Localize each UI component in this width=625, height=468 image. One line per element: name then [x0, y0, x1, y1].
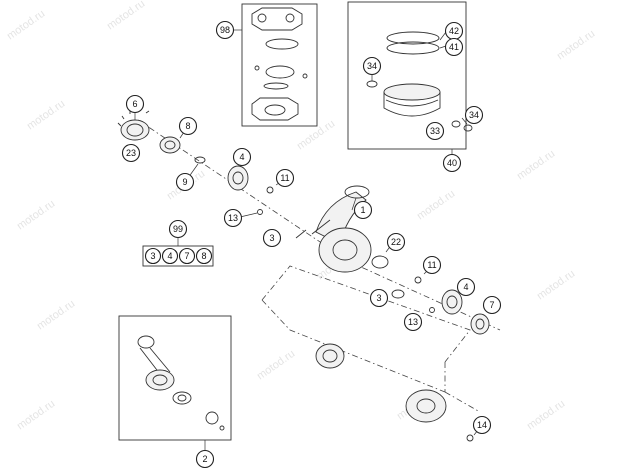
callout-label: 40 [447, 158, 457, 168]
callout-label: 4 [167, 251, 172, 261]
kit-99-frame [142, 245, 214, 267]
callout-98: 98 [215, 20, 235, 40]
watermark: motod.ru [15, 198, 57, 233]
gasket-set-box [232, 3, 318, 127]
callout-label: 23 [126, 148, 136, 158]
callout-label: 11 [280, 173, 289, 183]
callout-99: 99 [168, 219, 188, 239]
kit-99-group: 99 3 4 7 8 [142, 219, 214, 267]
callout-label: 4 [239, 152, 244, 162]
callout-8: 8 [178, 116, 198, 136]
callout-label: 13 [408, 317, 418, 327]
callout-label: 99 [173, 224, 183, 234]
callout-label: 42 [449, 26, 459, 36]
watermark: motod.ru [415, 188, 457, 223]
callout-kit-4: 4 [161, 247, 179, 265]
crankshaft-assembly [117, 108, 501, 335]
watermark: motod.ru [5, 8, 47, 43]
callout-23: 23 [121, 143, 141, 163]
callout-label: 7 [489, 300, 494, 310]
callout-3-upper: 3 [262, 228, 282, 248]
callout-label: 6 [132, 99, 137, 109]
callout-kit-7: 7 [178, 247, 196, 265]
callout-14: 14 [472, 415, 492, 435]
callout-kit-3: 3 [144, 247, 162, 265]
callout-9: 9 [175, 172, 195, 192]
callout-22: 22 [386, 232, 406, 252]
watermark: motod.ru [255, 348, 297, 383]
callout-4-lower: 4 [456, 277, 476, 297]
callout-label: 34 [469, 110, 479, 120]
callout-label: 33 [430, 126, 440, 136]
callout-1: 1 [353, 200, 373, 220]
callout-label: 13 [228, 213, 238, 223]
callout-13-upper: 13 [223, 208, 243, 228]
callout-label: 11 [427, 260, 436, 270]
callout-label: 9 [182, 177, 187, 187]
callout-kit-8: 8 [195, 247, 213, 265]
watermark: motod.ru [35, 298, 77, 333]
conrod-kit-box [118, 315, 232, 450]
callout-42: 42 [444, 21, 464, 41]
callout-6: 6 [125, 94, 145, 114]
callout-3-lower: 3 [369, 288, 389, 308]
callout-label: 34 [367, 61, 377, 71]
watermark: motod.ru [15, 398, 57, 433]
callout-label: 3 [269, 233, 274, 243]
callout-label: 41 [449, 42, 459, 52]
callout-34-left: 34 [362, 56, 382, 76]
callout-label: 3 [376, 293, 381, 303]
callout-34-right: 34 [464, 105, 484, 125]
callout-11-upper: 11 [275, 168, 295, 188]
watermark: motod.ru [105, 0, 147, 32]
callout-40: 40 [442, 153, 462, 173]
callout-label: 1 [360, 205, 365, 215]
callout-label: 2 [202, 454, 207, 464]
callout-label: 98 [220, 25, 230, 35]
watermark: motod.ru [535, 268, 577, 303]
callout-label: 4 [463, 282, 468, 292]
callout-label: 3 [150, 251, 155, 261]
callout-label: 22 [391, 237, 401, 247]
callout-41: 41 [444, 37, 464, 57]
callout-label: 8 [201, 251, 206, 261]
callout-4-upper: 4 [232, 147, 252, 167]
watermark: motod.ru [515, 148, 557, 183]
callout-7: 7 [482, 295, 502, 315]
callout-label: 7 [184, 251, 189, 261]
watermark-layer: motod.ru motod.ru motod.ru motod.ru moto… [5, 0, 597, 432]
piston-box [347, 1, 473, 155]
watermark: motod.ru [525, 398, 567, 433]
watermark: motod.ru [25, 98, 67, 133]
watermark: motod.ru [295, 118, 337, 153]
callout-11-lower: 11 [422, 255, 442, 275]
callout-13-lower: 13 [403, 312, 423, 332]
callout-33: 33 [425, 121, 445, 141]
callout-2: 2 [195, 449, 215, 468]
watermark: motod.ru [555, 28, 597, 63]
callout-label: 8 [185, 121, 190, 131]
callout-label: 14 [477, 420, 487, 430]
